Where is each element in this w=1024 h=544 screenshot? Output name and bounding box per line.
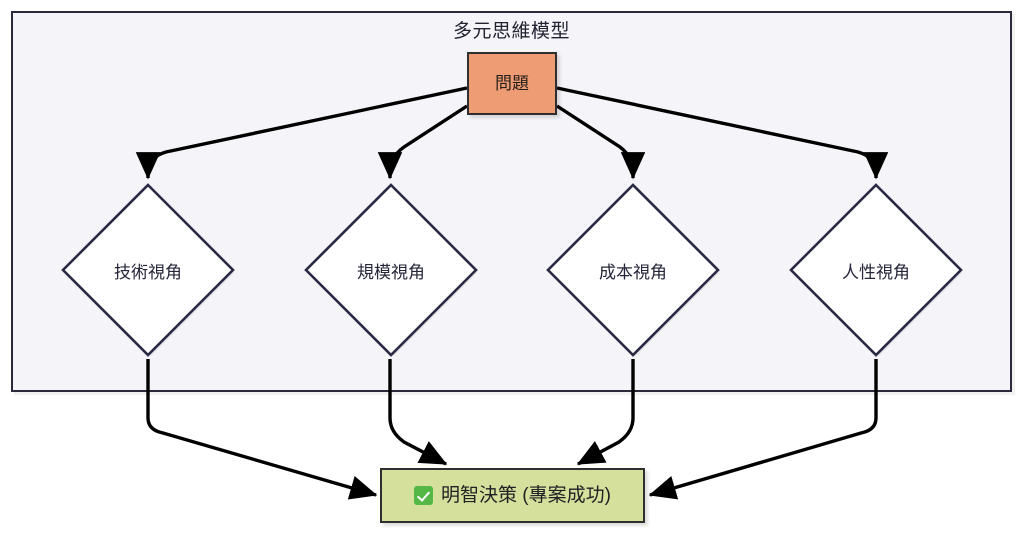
diamond-shape-icon — [546, 183, 720, 357]
node-perspective-cost[interactable]: 成本視角 — [544, 181, 722, 359]
node-perspective-human-label: 人性視角 — [842, 262, 910, 282]
diamond-shape-icon — [61, 183, 235, 357]
node-problem[interactable]: 問題 — [467, 52, 557, 115]
node-decision[interactable]: 明智決策 (專案成功) — [380, 468, 645, 523]
diamond-shape-icon — [304, 183, 478, 357]
node-perspective-scale-label: 規模視角 — [357, 262, 425, 282]
edge-tech-to-decision — [146, 359, 378, 500]
edge-cost-to-decision — [576, 359, 635, 466]
node-perspective-tech[interactable]: 技術視角 — [59, 181, 237, 359]
node-problem-label: 問題 — [495, 74, 529, 93]
edge-human-to-decision — [648, 359, 878, 500]
node-decision-content: 明智決策 (專案成功) — [414, 486, 611, 505]
subgraph-title: 多元思維模型 — [452, 21, 570, 42]
edge-problem-to-scale — [377, 104, 468, 180]
node-perspective-scale[interactable]: 規模視角 — [302, 181, 480, 359]
node-perspective-cost-label: 成本視角 — [599, 262, 667, 282]
edge-problem-to-tech — [135, 86, 468, 180]
diamond-shape-icon — [789, 183, 963, 357]
edge-scale-to-decision — [388, 359, 448, 466]
node-perspective-human[interactable]: 人性視角 — [787, 181, 965, 359]
node-decision-label: 明智決策 (專案成功) — [441, 485, 611, 506]
check-mark-button-icon — [414, 486, 434, 505]
edge-problem-to-cost — [556, 104, 646, 180]
node-perspective-tech-label: 技術視角 — [114, 262, 182, 282]
edge-problem-to-human — [556, 86, 889, 180]
